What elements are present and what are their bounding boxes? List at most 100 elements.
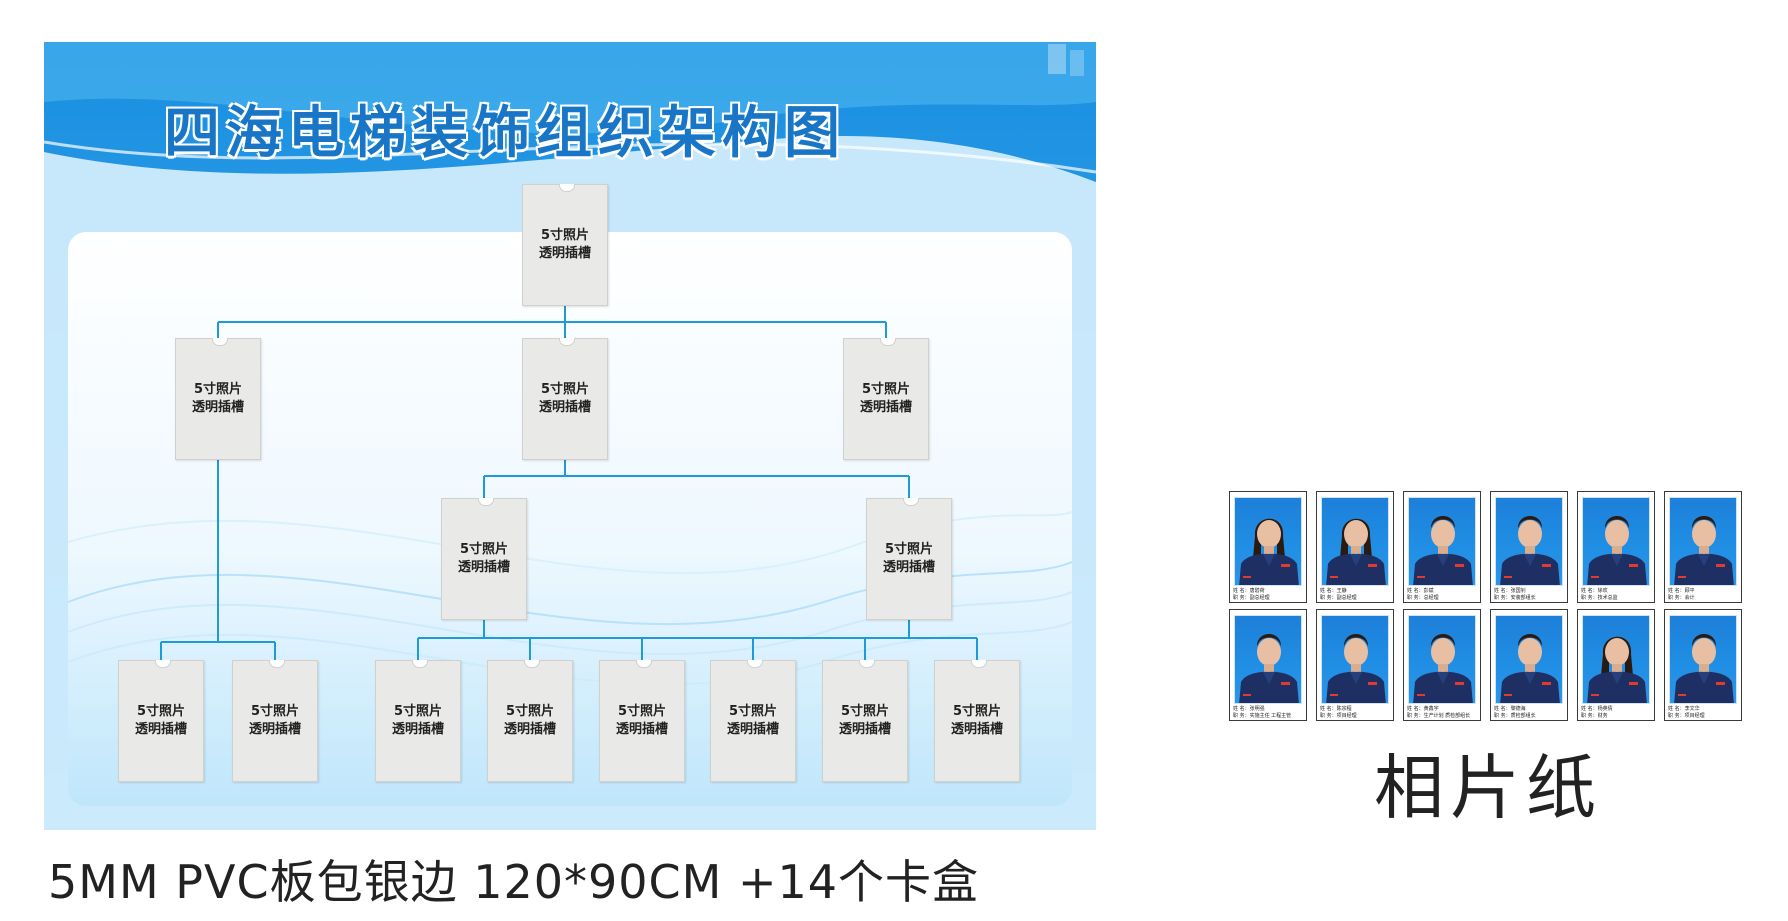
slot-label-line1: 5寸照片 <box>393 704 443 719</box>
slot-label-line1: 5寸照片 <box>136 704 186 719</box>
staff-info: 姓 名：唐碧荷职 务：副总经理 <box>1233 588 1305 602</box>
staff-photo-card: 姓 名：王静职 务：副总经理 <box>1316 491 1394 603</box>
photo-slot-level2-right: 5寸照片 透明插槽 <box>843 338 929 460</box>
staff-role-label: 职 务： <box>1668 713 1685 719</box>
slot-label-line1: 5寸照片 <box>540 228 590 243</box>
slot-label-line1: 5寸照片 <box>250 704 300 719</box>
staff-role-line: 职 务：总经理 <box>1407 595 1479 602</box>
staff-role: 技术总监 <box>1597 595 1618 601</box>
staff-role: 副总经理 <box>1336 595 1357 601</box>
slot-notch <box>155 660 171 668</box>
slot-notch <box>524 660 540 668</box>
staff-name-label: 姓 名： <box>1581 706 1598 712</box>
staff-name-line: 姓 名：张明强 <box>1233 706 1305 713</box>
staff-role-label: 职 务： <box>1320 713 1337 719</box>
staff-role: 生产计划 质检部组长 <box>1423 713 1471 719</box>
slot-label-line2: 透明插槽 <box>882 560 935 575</box>
staff-name: 徐欢 <box>1597 588 1608 594</box>
staff-info: 姓 名：张明强职 务：实施主任 工程主管 <box>1233 706 1305 720</box>
staff-name: 彭斌 <box>1423 588 1434 594</box>
slot-label-line2: 透明插槽 <box>503 722 556 737</box>
staff-portrait <box>1495 497 1563 586</box>
staff-name: 顾平 <box>1684 588 1695 594</box>
staff-role: 安装部组长 <box>1510 595 1536 601</box>
staff-name: 王静 <box>1336 588 1347 594</box>
slot-label-line2: 透明插槽 <box>859 400 912 415</box>
staff-name-line: 姓 名：黎德海 <box>1494 706 1566 713</box>
staff-name-line: 姓 名：彭斌 <box>1407 588 1479 595</box>
photo-slot-bottom-6: 5寸照片 透明插槽 <box>710 660 796 782</box>
staff-photo-card: 姓 名：徐欢职 务：技术总监 <box>1577 491 1655 603</box>
staff-portrait <box>1495 615 1563 704</box>
staff-info: 姓 名：黄鑫宇职 务：生产计划 质检部组长 <box>1407 706 1479 720</box>
staff-role-label: 职 务： <box>1494 713 1511 719</box>
org-chart-board: 四海电梯装饰组织架构图 5 <box>44 42 1096 830</box>
slot-notch <box>212 338 228 346</box>
staff-role: 总经理 <box>1423 595 1439 601</box>
staff-portrait <box>1321 615 1389 704</box>
staff-role-label: 职 务： <box>1581 595 1598 601</box>
staff-info: 姓 名：王静职 务：副总经理 <box>1320 588 1392 602</box>
photo-slot-bottom-7: 5寸照片 透明插槽 <box>822 660 908 782</box>
slot-label-line1: 5寸照片 <box>861 382 911 397</box>
staff-name-line: 姓 名：黄鑫宇 <box>1407 706 1479 713</box>
slot-label-line1: 5寸照片 <box>884 542 934 557</box>
slot-label-line2: 透明插槽 <box>134 722 187 737</box>
staff-role-line: 职 务：安装部组长 <box>1494 595 1566 602</box>
staff-role-line: 职 务：副总经理 <box>1320 595 1392 602</box>
staff-info: 姓 名：李文华职 务：项目经理 <box>1668 706 1740 720</box>
staff-photo-card: 姓 名：李文华职 务：项目经理 <box>1664 609 1742 721</box>
staff-name-line: 姓 名：顾平 <box>1668 588 1740 595</box>
staff-role: 项目经理 <box>1684 713 1705 719</box>
staff-name-label: 姓 名： <box>1320 706 1337 712</box>
staff-photo-card: 姓 名：陈宗程职 务：项目经理 <box>1316 609 1394 721</box>
staff-info: 姓 名：张国钊职 务：安装部组长 <box>1494 588 1566 602</box>
slot-notch <box>880 338 896 346</box>
staff-info: 姓 名：徐欢职 务：技术总监 <box>1581 588 1653 602</box>
slot-label-line2: 透明插槽 <box>950 722 1003 737</box>
board-spec-caption: 5MM PVC板包银边 120*90CM +14个卡盒 <box>48 855 980 909</box>
slot-label-line1: 5寸照片 <box>459 542 509 557</box>
slot-label-line1: 5寸照片 <box>505 704 555 719</box>
slot-notch <box>559 184 575 192</box>
slot-notch <box>559 338 575 346</box>
photo-paper-caption: 相片纸 <box>1374 747 1602 829</box>
slot-label-line2: 透明插槽 <box>538 400 591 415</box>
slot-label-line2: 透明插槽 <box>391 722 444 737</box>
staff-portrait <box>1234 497 1302 586</box>
slot-notch <box>636 660 652 668</box>
staff-name-label: 姓 名： <box>1494 706 1511 712</box>
staff-role: 实施主任 工程主管 <box>1249 713 1292 719</box>
staff-name-line: 姓 名：张国钊 <box>1494 588 1566 595</box>
staff-name-line: 姓 名：杨英倩 <box>1581 706 1653 713</box>
staff-role-line: 职 务：技术总监 <box>1581 595 1653 602</box>
staff-role-label: 职 务： <box>1494 595 1511 601</box>
staff-role-label: 职 务： <box>1581 713 1598 719</box>
slot-notch <box>903 498 919 506</box>
staff-name-line: 姓 名：李文华 <box>1668 706 1740 713</box>
staff-role-label: 职 务： <box>1233 595 1250 601</box>
staff-name: 张国钊 <box>1510 588 1526 594</box>
staff-role-label: 职 务： <box>1233 713 1250 719</box>
staff-photo-card: 姓 名：黎德海职 务：质检部组长 <box>1490 609 1568 721</box>
staff-info: 姓 名：顾平职 务：会计 <box>1668 588 1740 602</box>
slot-label-line1: 5寸照片 <box>952 704 1002 719</box>
board-title: 四海电梯装饰组织架构图 <box>164 101 846 166</box>
staff-role-line: 职 务：副总经理 <box>1233 595 1305 602</box>
staff-name-line: 姓 名：徐欢 <box>1581 588 1653 595</box>
slot-label-line2: 透明插槽 <box>615 722 668 737</box>
photo-slot-level2-left: 5寸照片 透明插槽 <box>175 338 261 460</box>
slot-label-line2: 透明插槽 <box>538 246 591 261</box>
staff-photo-card: 姓 名：唐碧荷职 务：副总经理 <box>1229 491 1307 603</box>
staff-name-label: 姓 名： <box>1581 588 1598 594</box>
staff-role-line: 职 务：实施主任 工程主管 <box>1233 713 1305 720</box>
photo-slot-bottom-2: 5寸照片 透明插槽 <box>232 660 318 782</box>
slot-label-line2: 透明插槽 <box>838 722 891 737</box>
staff-photo-card: 姓 名：张国钊职 务：安装部组长 <box>1490 491 1568 603</box>
staff-name-line: 姓 名：陈宗程 <box>1320 706 1392 713</box>
staff-name: 李文华 <box>1684 706 1700 712</box>
staff-portrait <box>1669 615 1737 704</box>
slot-notch <box>747 660 763 668</box>
staff-role-line: 职 务：会计 <box>1668 595 1740 602</box>
staff-name: 杨英倩 <box>1597 706 1613 712</box>
